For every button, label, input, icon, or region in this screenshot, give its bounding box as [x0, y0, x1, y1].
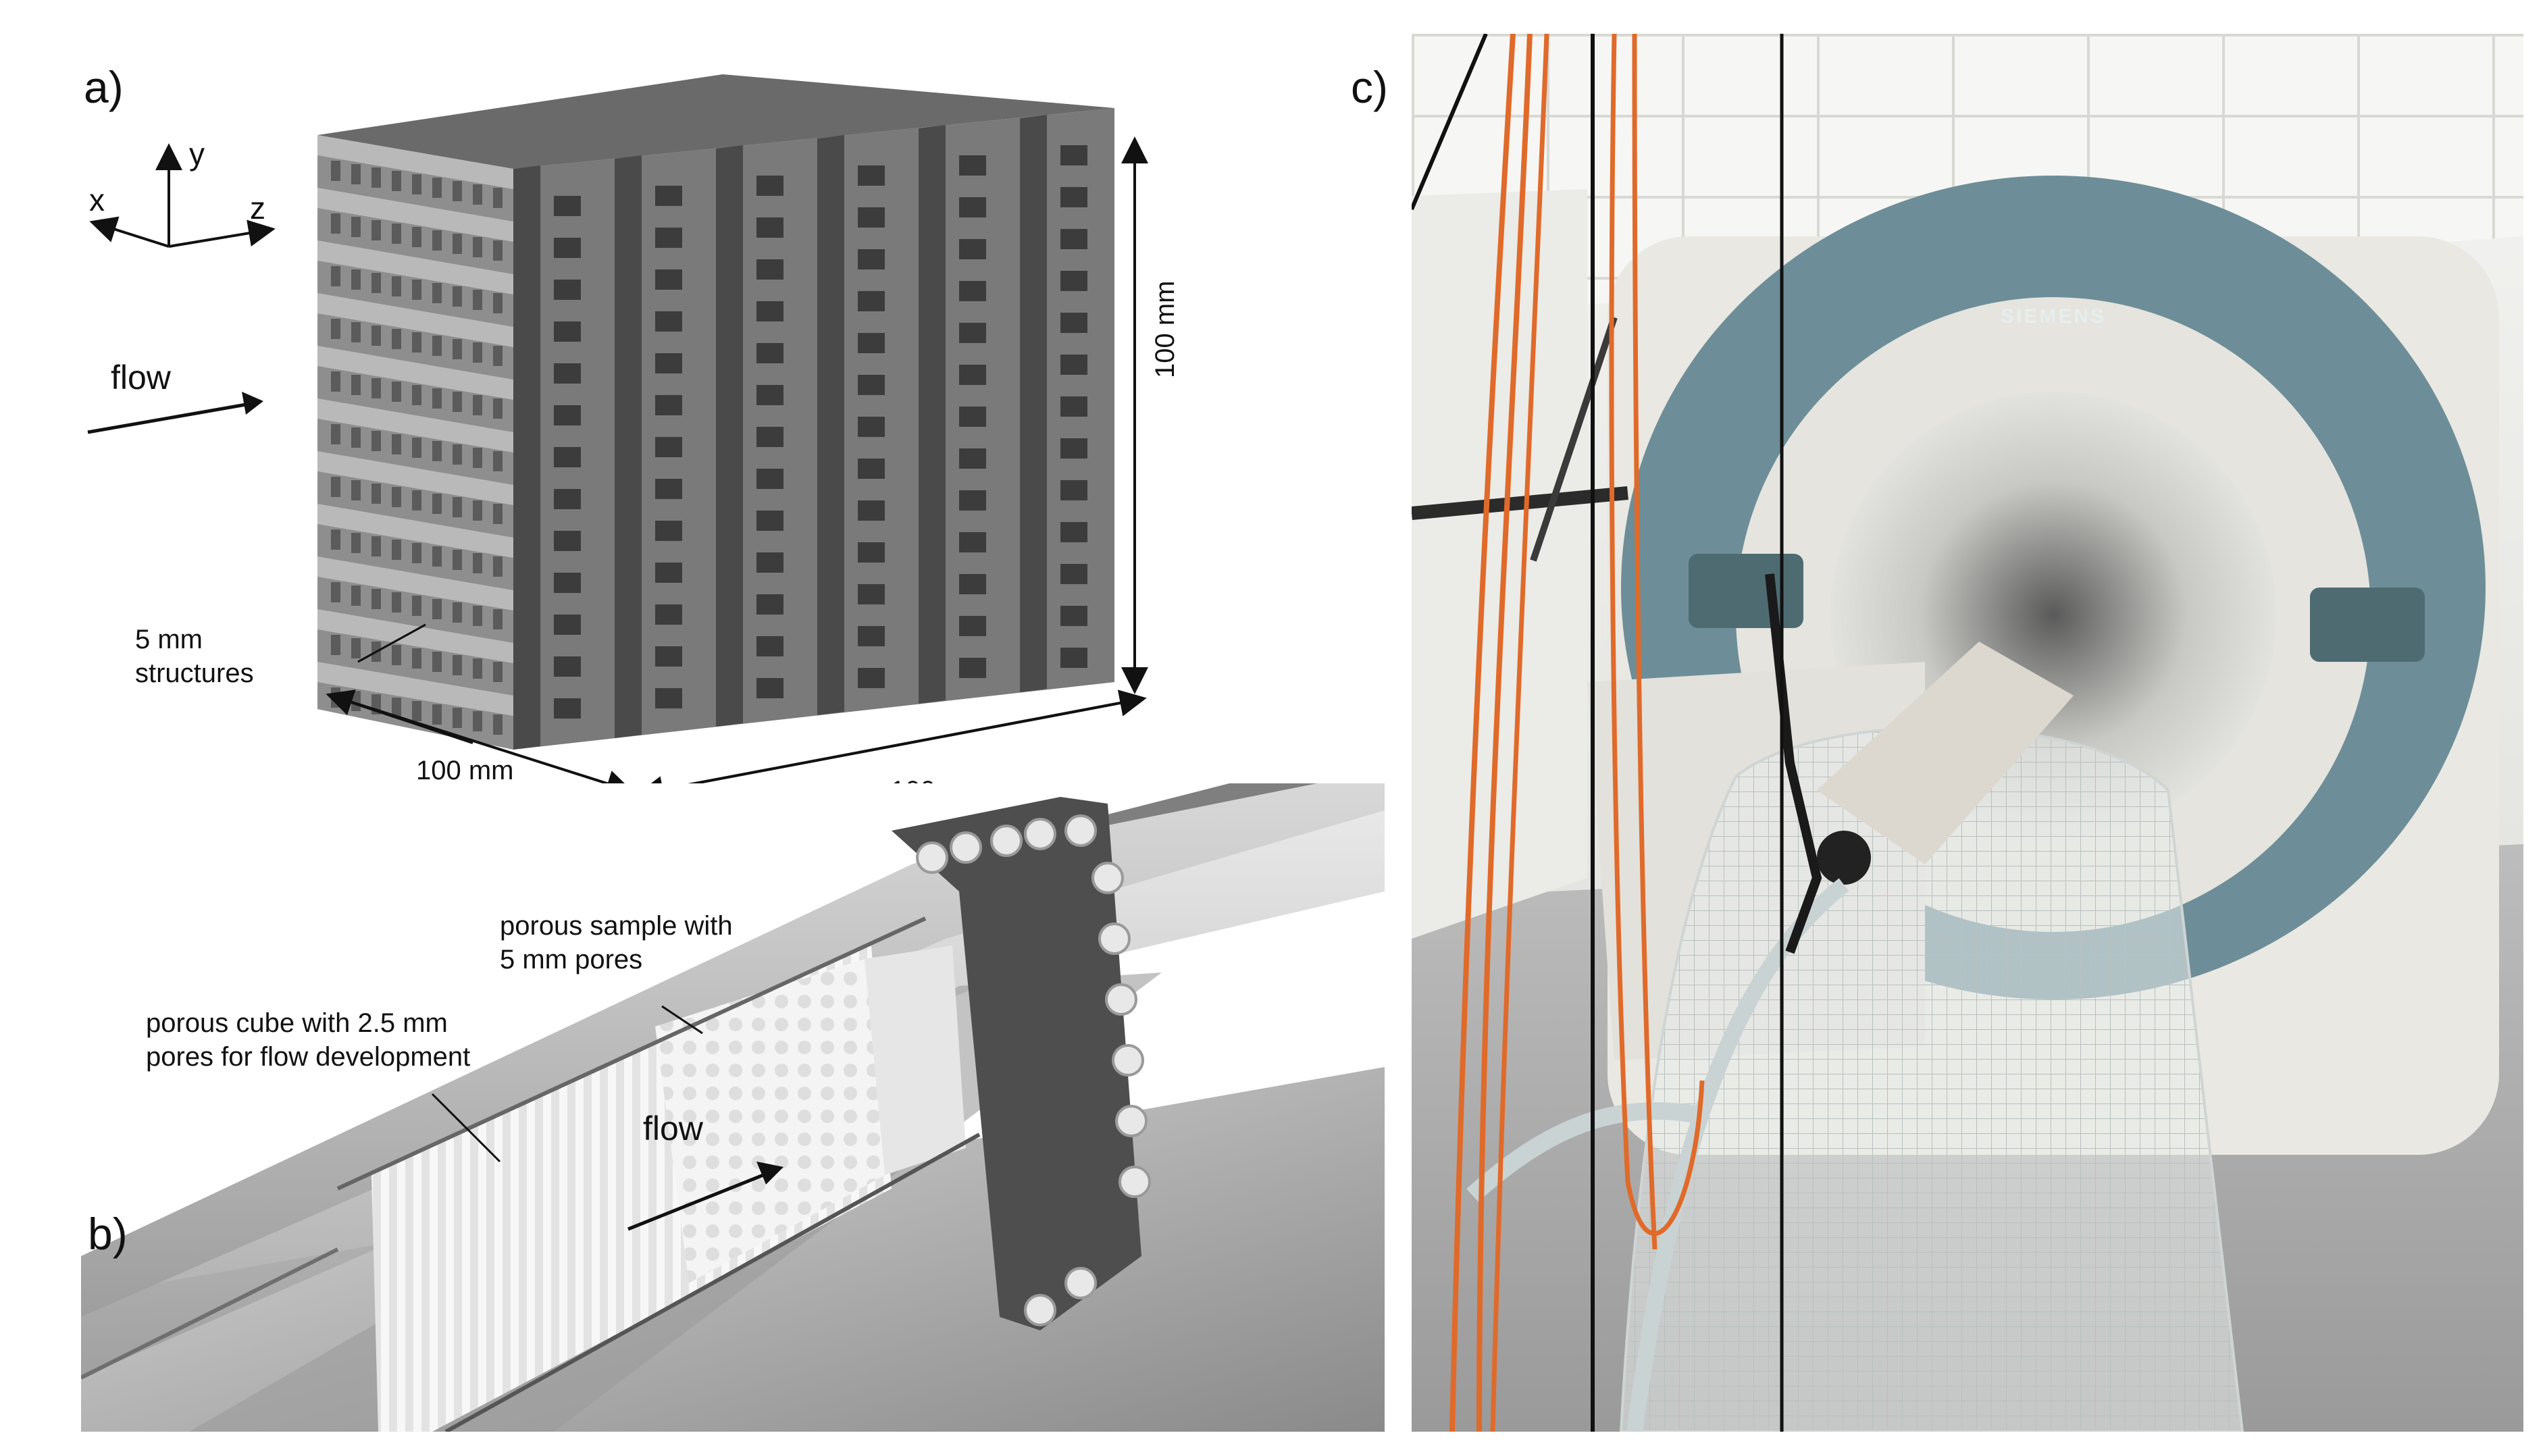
flow-channel-photo — [81, 783, 1385, 1432]
panel-a-label: a) — [84, 62, 124, 112]
siemens-logo: SIEMENS — [2001, 305, 2106, 328]
dim-height-label: 100 mm — [1150, 280, 1180, 379]
axis-y-label: y — [189, 136, 205, 172]
axis-z-label: z — [250, 190, 265, 226]
cube-note: porous cube with 2.5 mm pores for flow d… — [146, 1008, 471, 1072]
axis-triad — [89, 143, 276, 248]
dim-width-label: 100 mm — [416, 756, 514, 785]
structures-label: 5 mm structures — [135, 625, 254, 688]
cube-top-face — [317, 74, 1114, 169]
panel-c: SIEMENS — [1412, 34, 2523, 1432]
panel-b: porous sample with 5 mm pores porous cub… — [81, 783, 1385, 1432]
panel-b-label: b) — [88, 1209, 128, 1259]
flow-label-b: flow — [643, 1110, 703, 1147]
dimension-arrows — [326, 136, 1148, 803]
axis-x-label: x — [89, 182, 105, 217]
panel-a: a) y x z flow — [0, 0, 1391, 810]
panel-c-label: c) — [1351, 62, 1388, 112]
porous-cube-model — [317, 74, 1114, 750]
flow-label-a: flow — [111, 359, 171, 396]
mri-scanner-photo: SIEMENS — [1412, 34, 2523, 1432]
sample-note: porous sample with 5 mm pores — [500, 911, 733, 974]
flow-arrow-a — [87, 392, 263, 434]
